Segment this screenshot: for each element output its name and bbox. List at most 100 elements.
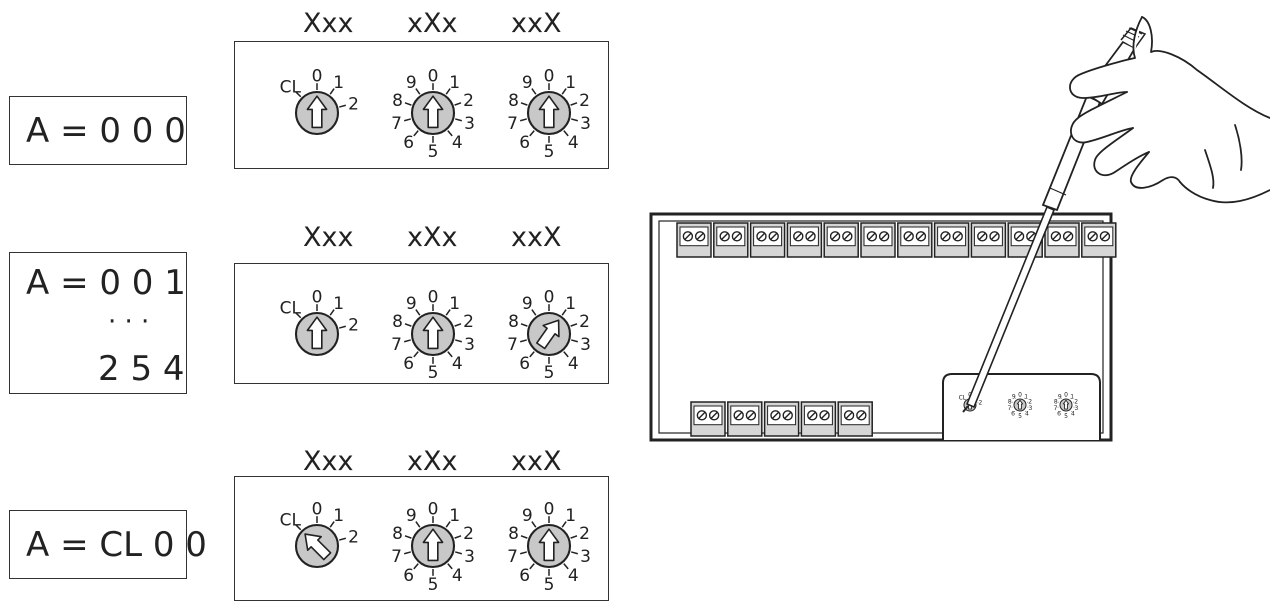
dial-digit-label: 3 bbox=[464, 547, 475, 567]
column-label-tens: xXx bbox=[407, 10, 457, 37]
dial-digit-label: 2 bbox=[463, 524, 474, 544]
dial-digit-label: CL bbox=[280, 77, 302, 97]
dial-tick bbox=[530, 352, 534, 357]
dial-digit-label: 4 bbox=[1025, 410, 1029, 417]
dial-digit-label: 8 bbox=[508, 91, 519, 111]
dial-digit-label: 9 bbox=[522, 294, 533, 314]
terminal bbox=[971, 223, 1005, 257]
terminal bbox=[861, 223, 895, 257]
column-label-hundreds: Xxx bbox=[303, 10, 353, 37]
dial-tick bbox=[521, 103, 527, 105]
dial-digit-label: 2 bbox=[348, 527, 359, 547]
dial-digit-label: 5 bbox=[544, 142, 555, 162]
dial-digit-label: 5 bbox=[428, 363, 439, 382]
address-value-end: 2 5 4 bbox=[98, 352, 185, 386]
terminal bbox=[714, 223, 748, 257]
dial-digit-label: 1 bbox=[565, 294, 576, 314]
dial-digit-label: 0 bbox=[428, 66, 439, 86]
dial-digit-label: 1 bbox=[449, 294, 460, 314]
dial-tick bbox=[404, 119, 411, 121]
dial-tick bbox=[530, 564, 534, 569]
dial-tick bbox=[339, 326, 346, 328]
dial-tick bbox=[571, 119, 578, 121]
dial-digit-label: 1 bbox=[333, 506, 344, 526]
dial-digit-label: 5 bbox=[428, 142, 439, 162]
dial-tick bbox=[520, 552, 527, 554]
dial-digit-label: 5 bbox=[428, 575, 439, 595]
bottom-terminal-block bbox=[691, 402, 872, 436]
dial-digit-label: 1 bbox=[333, 294, 344, 314]
dial-digit-label: 4 bbox=[452, 133, 463, 153]
dial-digit-label: 3 bbox=[464, 335, 475, 355]
dial-tick bbox=[404, 552, 411, 554]
terminal bbox=[935, 223, 969, 257]
dial-digit-label: 7 bbox=[507, 335, 518, 355]
address-range-ellipsis: · · · bbox=[108, 309, 149, 335]
terminal bbox=[824, 223, 858, 257]
column-label-tens: xXx bbox=[407, 448, 457, 475]
dial-digit-label: 3 bbox=[1075, 405, 1079, 412]
dial-digit-label: 1 bbox=[565, 73, 576, 93]
dial-digit-label: 0 bbox=[544, 66, 555, 86]
dial-tick bbox=[405, 536, 411, 538]
column-label-hundreds: Xxx bbox=[303, 224, 353, 251]
dial-digit-label: 3 bbox=[580, 547, 591, 567]
dial-digit-label: 4 bbox=[568, 566, 579, 586]
dial-tick bbox=[339, 105, 346, 107]
dial-digit-label: 7 bbox=[1008, 405, 1012, 412]
dial-digit-label: 2 bbox=[348, 94, 359, 114]
dial-tick bbox=[571, 340, 578, 342]
column-label-hundreds: Xxx bbox=[303, 448, 353, 475]
terminal bbox=[1082, 223, 1116, 257]
dial-digit-label: 5 bbox=[544, 575, 555, 595]
dial-digit-label: 0 bbox=[1018, 391, 1022, 398]
dial-digit-label: 0 bbox=[428, 499, 439, 519]
dial-tick bbox=[571, 103, 577, 105]
dial-digit-label: 1 bbox=[333, 73, 344, 93]
dial-digit-label: 3 bbox=[1029, 405, 1033, 412]
dial-digit-label: 0 bbox=[1064, 391, 1068, 398]
dial-digit-label: 0 bbox=[428, 287, 439, 307]
terminal bbox=[1045, 223, 1079, 257]
dial-digit-label: 5 bbox=[1018, 413, 1022, 420]
terminal bbox=[898, 223, 932, 257]
dial-tick bbox=[571, 324, 577, 326]
dial-digit-label: 7 bbox=[1054, 405, 1058, 412]
dial-tick bbox=[405, 324, 411, 326]
dial-tick bbox=[571, 552, 578, 554]
dial-digit-label: 3 bbox=[580, 114, 591, 134]
dial-digit-label: 9 bbox=[1012, 393, 1016, 400]
terminal bbox=[677, 223, 711, 257]
dial-digit-label: 2 bbox=[348, 315, 359, 335]
dial-digit-label: CL bbox=[280, 298, 302, 318]
dial-digit-label: 6 bbox=[1057, 410, 1061, 417]
dial-digit-label: 8 bbox=[392, 91, 403, 111]
dial-digit-label: 6 bbox=[403, 566, 414, 586]
address-value-start: A = 0 0 1 bbox=[26, 266, 186, 300]
dial-digit-label: 0 bbox=[312, 499, 323, 519]
dial-digit-label: 2 bbox=[463, 91, 474, 111]
dial-digit-label: 0 bbox=[544, 287, 555, 307]
dial-digit-label: 7 bbox=[391, 335, 402, 355]
dial-digit-label: CL bbox=[280, 510, 302, 530]
dial-digit-label: 6 bbox=[403, 354, 414, 374]
dial-digit-label: 6 bbox=[519, 133, 530, 153]
dial-digit-label: 9 bbox=[522, 506, 533, 526]
dial-digit-label: 4 bbox=[452, 354, 463, 374]
dial-tick bbox=[521, 536, 527, 538]
column-label-units: xxX bbox=[511, 448, 561, 475]
dial-digit-label: 8 bbox=[392, 312, 403, 332]
dial-tick bbox=[455, 340, 462, 342]
address-value: A = CL 0 0 bbox=[26, 528, 207, 562]
